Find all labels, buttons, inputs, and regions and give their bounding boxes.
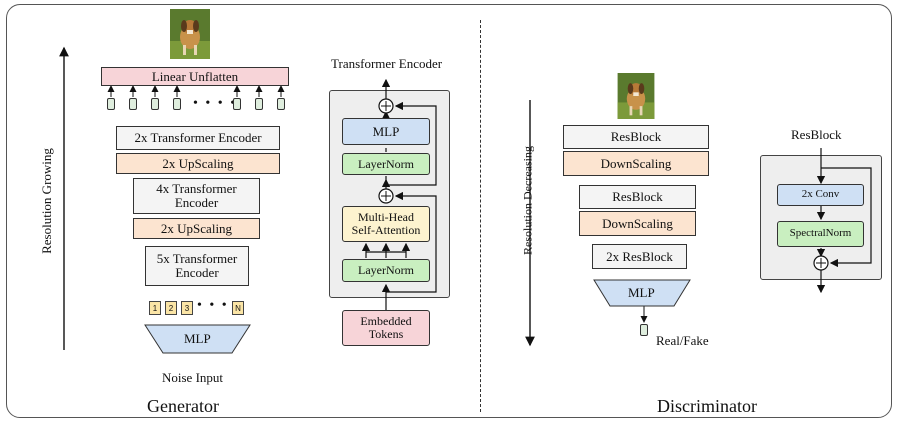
resblock-2x: 2x ResBlock — [592, 244, 687, 269]
linear-unflatten-block: Linear Unflatten — [101, 67, 289, 86]
token-ellipsis: • • • • — [193, 96, 238, 111]
output-token — [151, 98, 159, 110]
transformer-encoder-5x-block: 5x Transformer Encoder — [145, 246, 249, 286]
noise-input-label: Noise Input — [162, 370, 224, 385]
noise-token-3: 3 — [181, 301, 193, 315]
upscaling-block-2: 2x UpScaling — [133, 218, 260, 239]
output-token — [233, 98, 241, 110]
encoder-layernorm-bottom: LayerNorm — [342, 259, 430, 282]
encoder-layernorm-top: LayerNorm — [342, 153, 430, 175]
conv-block: 2x Conv — [777, 184, 864, 206]
upscaling-block-1: 2x UpScaling — [116, 153, 280, 174]
transformer-encoder-2x-block: 2x Transformer Encoder — [116, 126, 280, 150]
resblock-1: ResBlock — [563, 125, 709, 149]
section-divider — [480, 20, 481, 412]
resblock-2: ResBlock — [579, 185, 696, 209]
multihead-attention-block: Multi-Head Self-Attention — [342, 206, 430, 242]
output-token — [129, 98, 137, 110]
downscaling-2: DownScaling — [579, 211, 696, 236]
resolution-growing-label: Resolution Growing — [39, 148, 54, 254]
input-dog-image — [617, 73, 655, 119]
encoder-mlp-block: MLP — [342, 118, 430, 145]
generator-title: Generator — [147, 396, 219, 416]
noise-token-ellipsis: • • • — [197, 298, 229, 313]
generated-dog-image — [170, 9, 210, 59]
spectralnorm-block: SpectralNorm — [777, 221, 864, 247]
discriminator-mlp-shape — [593, 279, 691, 307]
resolution-decreasing-label: Resolution Decreasing — [520, 146, 535, 255]
output-logit-token — [640, 324, 648, 336]
resblock-detail-title: ResBlock — [791, 127, 842, 142]
real-fake-label: Real/Fake — [656, 333, 709, 348]
figure-frame — [6, 4, 892, 418]
transformer-encoder-detail-title: Transformer Encoder — [331, 56, 443, 71]
noise-token-2: 2 — [165, 301, 177, 315]
discriminator-title: Discriminator — [657, 396, 757, 416]
noise-token-n: N — [232, 301, 244, 315]
generator-mlp-label: MLP — [184, 331, 211, 346]
noise-token-1: 1 — [149, 301, 161, 315]
output-token — [107, 98, 115, 110]
output-token — [277, 98, 285, 110]
discriminator-mlp-label: MLP — [628, 285, 655, 300]
transformer-encoder-4x-block: 4x Transformer Encoder — [133, 178, 260, 214]
output-token — [255, 98, 263, 110]
downscaling-1: DownScaling — [563, 151, 709, 176]
generator-mlp-shape — [144, 324, 251, 354]
embedded-tokens-block: Embedded Tokens — [342, 310, 430, 346]
output-token — [173, 98, 181, 110]
